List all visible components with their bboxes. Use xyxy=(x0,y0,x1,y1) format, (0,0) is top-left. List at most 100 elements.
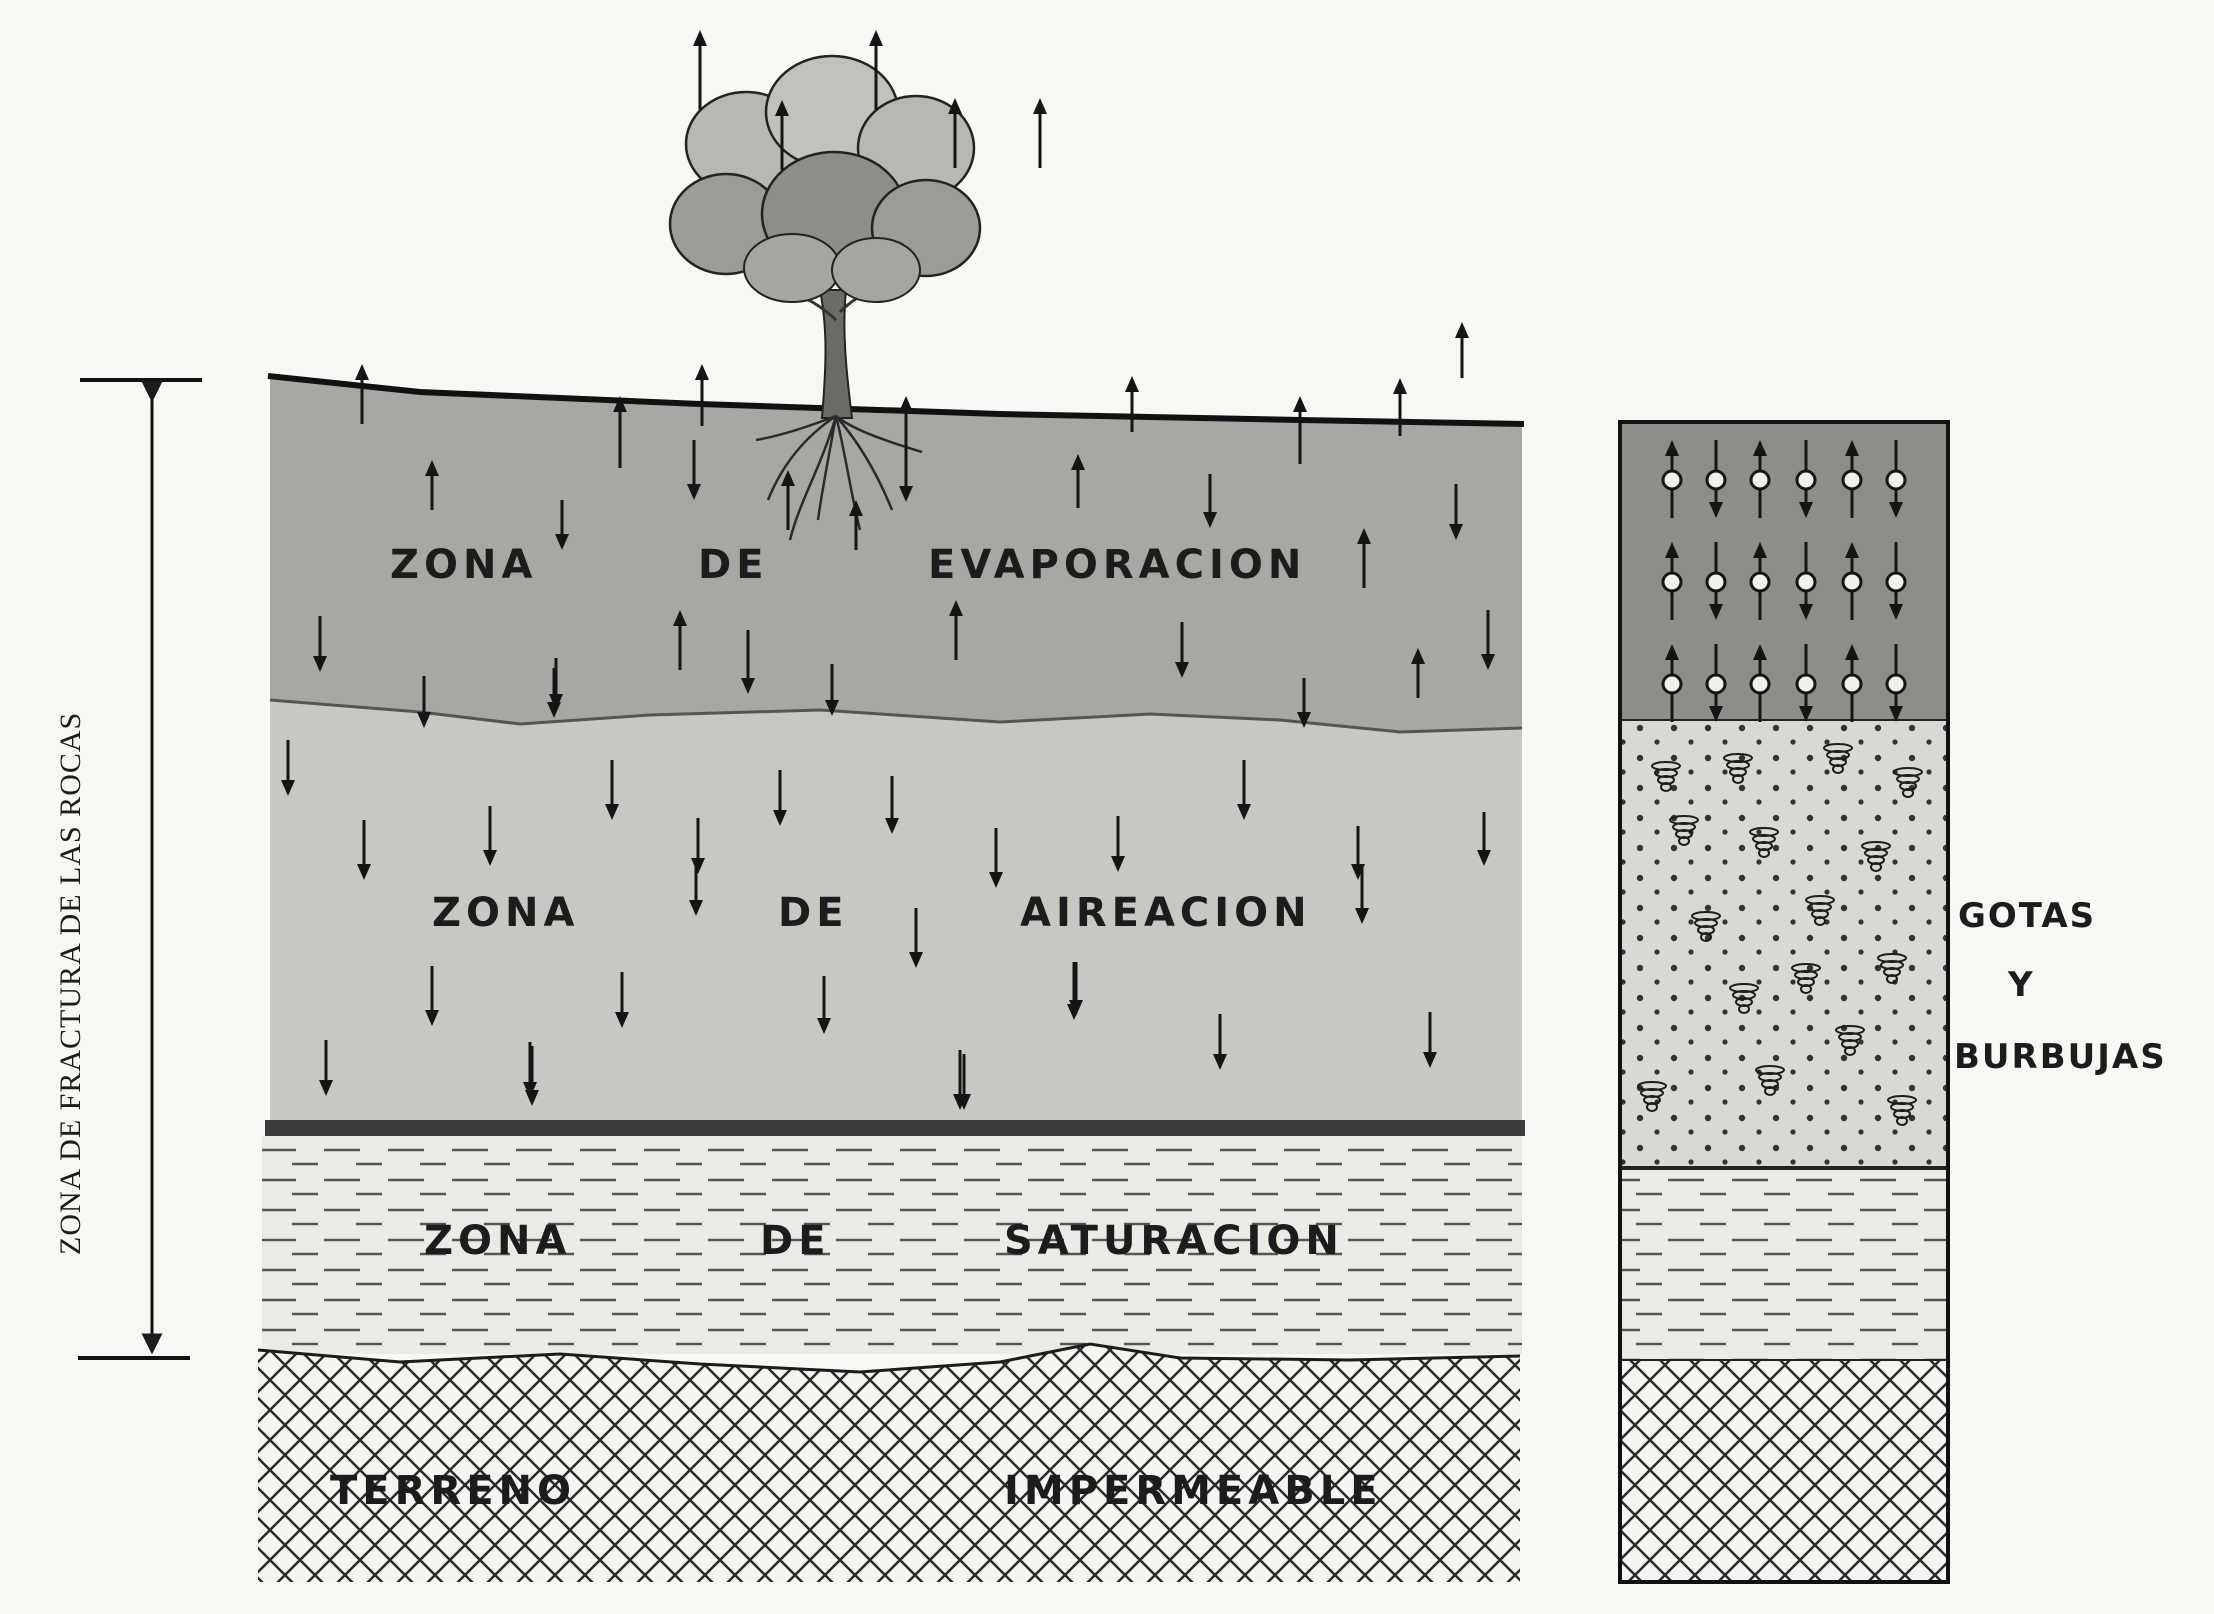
infiltration-down-arrows xyxy=(281,440,1495,1110)
droplet-icon xyxy=(1861,841,1891,872)
saturation-zone-word-1: ZONA xyxy=(424,1218,571,1264)
arrow-down-icon xyxy=(425,966,439,1026)
impermeable-top-edge xyxy=(257,1342,1521,1374)
arrow-down-icon xyxy=(319,1040,333,1096)
arrow-up-icon xyxy=(693,30,707,110)
arrow-up-icon xyxy=(695,364,709,426)
bubble-icon xyxy=(1661,571,1683,593)
detail-column xyxy=(1618,420,1950,1584)
arrow-up-icon xyxy=(613,396,627,468)
arrow-up-icon xyxy=(355,364,369,424)
evaporation-up-arrows xyxy=(355,30,1469,698)
rock-fracture-dimension: ZONA DE FRACTURA DE LAS ROCAS xyxy=(54,378,202,1360)
tree-icon xyxy=(668,54,982,541)
arrow-up-icon xyxy=(1033,98,1047,168)
detail-droplets-and-bubbles xyxy=(1637,440,1923,1126)
evaporation-zone-word-2: DE xyxy=(698,542,769,588)
arrow-down-icon xyxy=(1355,868,1369,924)
bubble-icon xyxy=(1661,673,1683,695)
bubble-icon xyxy=(1841,673,1863,695)
arrow-up-icon xyxy=(673,610,687,670)
zone-labels: ZONA DE EVAPORACION ZONA DE AIREACION ZO… xyxy=(330,542,1383,1514)
arrow-up-icon xyxy=(869,30,883,110)
arrow-up-icon xyxy=(1411,648,1425,698)
bubble-icon xyxy=(1795,673,1817,695)
detail-aeration-section xyxy=(1620,720,1948,1168)
saturation-zone-band xyxy=(262,1136,1522,1354)
side-label-bubbles: BURBUJAS xyxy=(1954,1037,2167,1077)
bubble-icon xyxy=(1841,469,1863,491)
impermeable-zone-word-2: IMPERMEABLE xyxy=(1004,1468,1383,1514)
evaporation-zone-word-1: ZONA xyxy=(390,542,537,588)
evaporation-zone-word-3: EVAPORACION xyxy=(928,542,1306,588)
arrow-up-icon xyxy=(1393,378,1407,436)
arrow-up-icon xyxy=(849,500,863,550)
droplet-icon xyxy=(1637,1081,1667,1112)
droplet-icon xyxy=(1729,983,1759,1014)
arrow-up-icon xyxy=(425,460,439,510)
droplet-icon xyxy=(1823,743,1853,774)
bubble-icon xyxy=(1885,571,1907,593)
arrow-down-icon xyxy=(1481,610,1495,670)
bubble-icon xyxy=(1749,469,1771,491)
bubble-icon xyxy=(1749,673,1771,695)
arrow-down-icon xyxy=(773,770,787,826)
bubble-icon xyxy=(1705,673,1727,695)
arrow-down-icon xyxy=(615,972,629,1028)
arrow-up-icon xyxy=(1071,454,1085,508)
arrow-down-icon xyxy=(687,440,701,500)
bubble-icon xyxy=(1705,469,1727,491)
aeration-zone-word-2: DE xyxy=(778,890,849,936)
arrow-down-icon xyxy=(523,1042,537,1098)
arrow-up-icon xyxy=(1293,396,1307,464)
arrow-down-icon xyxy=(1111,816,1125,872)
arrow-down-icon xyxy=(1423,1012,1437,1068)
droplet-icon xyxy=(1791,963,1821,994)
arrow-down-icon xyxy=(547,668,561,718)
arrow-down-icon xyxy=(357,820,371,880)
arrow-down-icon xyxy=(605,760,619,820)
evaporation-zone-band xyxy=(270,378,1522,732)
detail-column-border xyxy=(1618,420,1950,1584)
arrow-down-icon xyxy=(1069,962,1083,1016)
arrow-down-icon xyxy=(417,676,431,728)
arrow-up-icon xyxy=(1455,322,1469,378)
arrow-up-icon xyxy=(781,470,795,530)
evaporation-aeration-boundary xyxy=(269,698,1523,734)
bubble-icon xyxy=(1661,469,1683,491)
bubble-icon xyxy=(1795,571,1817,593)
bubble-icon xyxy=(1795,469,1817,491)
droplet-icon xyxy=(1723,753,1753,784)
arrow-up-icon xyxy=(949,600,963,660)
arrow-down-icon xyxy=(989,828,1003,888)
arrow-down-icon xyxy=(1175,622,1189,678)
arrow-down-icon xyxy=(825,664,839,716)
bubble-icon xyxy=(1749,571,1771,593)
detail-saturation-section xyxy=(1620,1168,1948,1360)
arrow-down-icon xyxy=(313,616,327,672)
water-table-line xyxy=(265,1120,1525,1136)
arrow-up-icon xyxy=(1357,528,1371,588)
droplet-icon xyxy=(1755,1065,1785,1096)
arrow-down-icon xyxy=(555,500,569,550)
arrow-up-icon xyxy=(948,98,962,168)
arrow-down-icon xyxy=(817,976,831,1034)
arrow-down-icon xyxy=(1449,484,1463,540)
droplet-icon xyxy=(1691,911,1721,942)
aeration-zone-word-3: AIREACION xyxy=(1020,890,1312,936)
droplet-icon xyxy=(1887,1095,1917,1126)
arrow-down-icon xyxy=(1297,678,1311,728)
saturation-zone-word-3: SATURACION xyxy=(1004,1218,1344,1264)
arrow-down-icon xyxy=(1237,760,1251,820)
droplet-icon xyxy=(1669,815,1699,846)
side-label-and: Y xyxy=(2007,965,2035,1005)
arrow-down-icon xyxy=(909,908,923,968)
bubble-icon xyxy=(1841,571,1863,593)
droplet-icon xyxy=(1877,953,1907,984)
droplet-icon xyxy=(1835,1025,1865,1056)
saturation-zone-word-2: DE xyxy=(760,1218,831,1264)
rock-fracture-zone-label: ZONA DE FRACTURA DE LAS ROCAS xyxy=(54,712,87,1255)
arrow-down-icon xyxy=(741,630,755,694)
droplet-icon xyxy=(1893,767,1923,798)
